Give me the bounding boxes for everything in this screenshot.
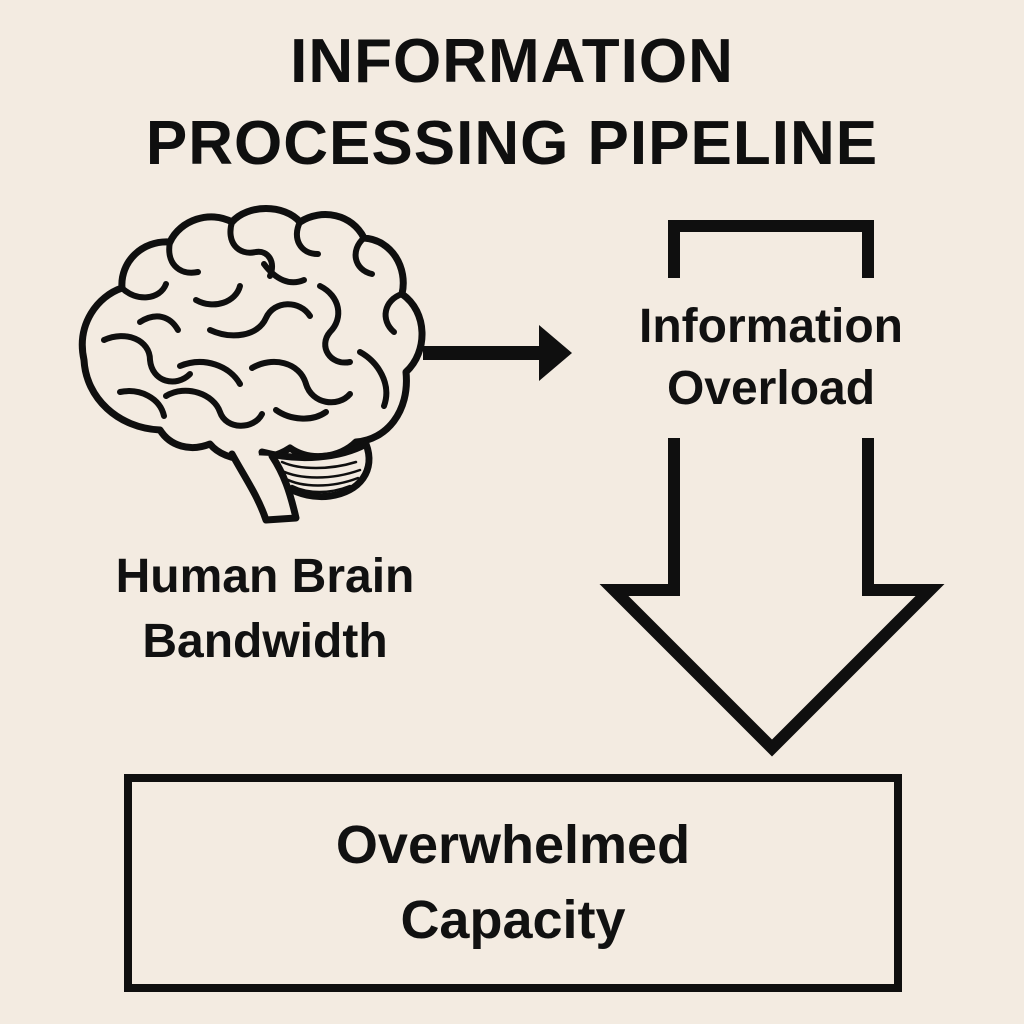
overload-label-line-1: Information [639,300,903,353]
arrow-down-icon [599,438,945,757]
brain-folds [101,219,405,429]
arrow-right-icon [423,325,572,381]
cerebellum-striations [278,460,362,497]
brain-icon [78,205,426,524]
brain-label-line-1: Human Brain [115,550,415,603]
result-label-line-1: Overwhelmed [335,815,691,875]
overload-label-line-2: Overload [666,362,876,415]
brain-label-line-2: Bandwidth [142,615,388,668]
brain-stem [228,450,300,524]
overload-top-bracket [668,220,874,278]
diagram-title-line-1: INFORMATION [290,27,734,96]
diagram-title-line-2: PROCESSING PIPELINE [145,109,879,178]
result-box [124,774,902,992]
result-label-line-2: Capacity [400,890,626,950]
